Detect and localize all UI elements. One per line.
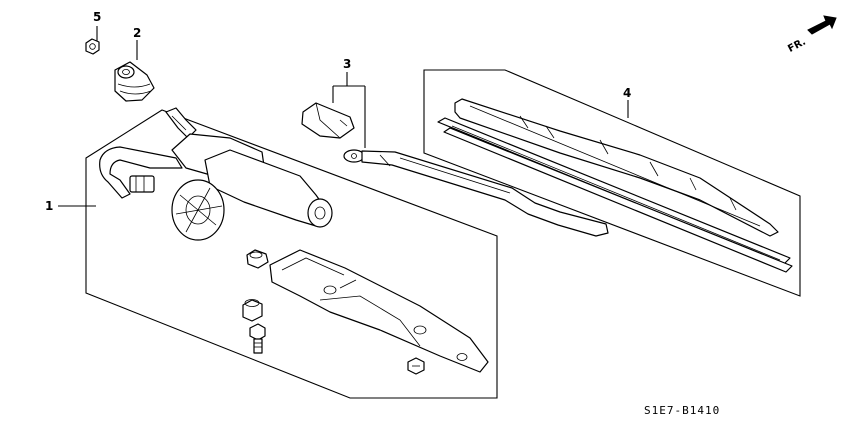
arm-cap-part [301, 102, 355, 139]
bolt-part-right [407, 357, 425, 375]
wiper-group-box [423, 69, 801, 297]
wiper-motor-part [99, 107, 333, 241]
wiper-blade-part [437, 98, 793, 273]
callout-5: 5 [93, 10, 101, 24]
front-direction-arrow-icon [807, 15, 837, 35]
diagram-code: S1E7-B1410 [644, 404, 720, 417]
motor-group-box [85, 109, 498, 399]
rubber-mount-lower [242, 299, 263, 322]
wiper-arm-part [343, 149, 609, 237]
callout-4: 4 [623, 86, 631, 100]
nut-part [85, 38, 100, 55]
rubber-mount-upper [246, 249, 269, 269]
callout-1: 1 [45, 199, 53, 213]
grommet-part [114, 61, 155, 102]
motor-bracket-part [269, 249, 489, 373]
callout-3: 3 [343, 57, 351, 71]
front-direction-label: FR. [786, 36, 808, 54]
bolt-part-left [249, 323, 266, 354]
callout-2: 2 [133, 26, 141, 40]
